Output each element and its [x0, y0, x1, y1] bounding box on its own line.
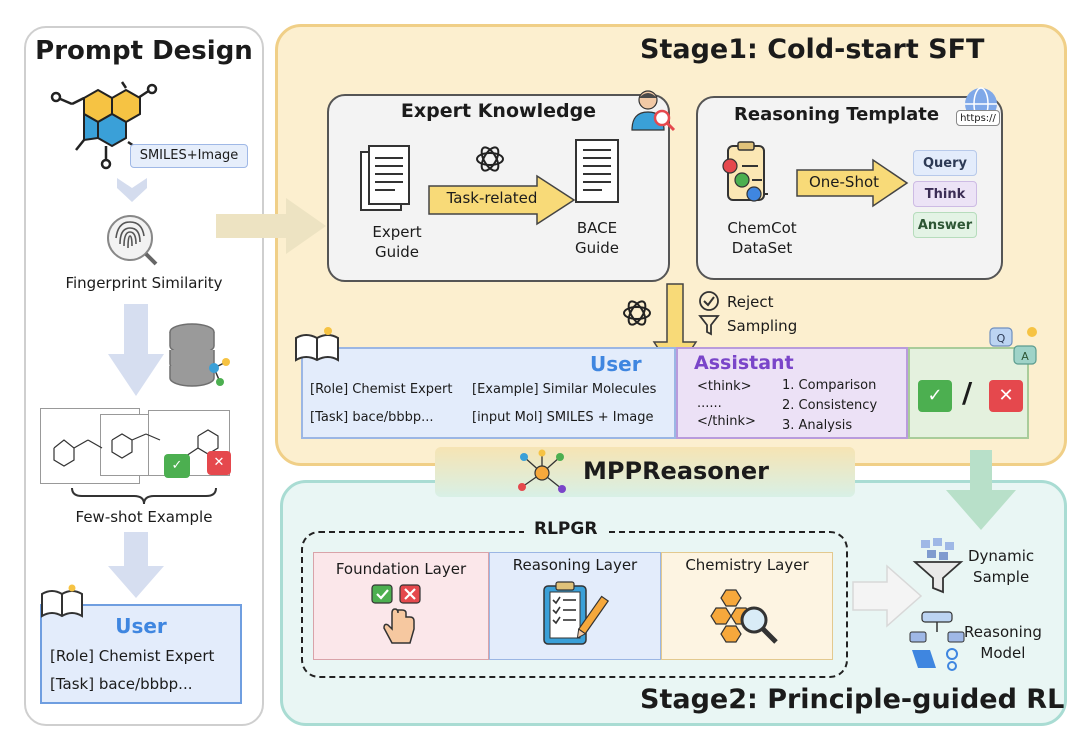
bace-guide-doc-icon [575, 139, 619, 203]
assistant-step-2: 2. Consistency [782, 398, 878, 413]
fewshot-cross-icon: ✕ [207, 451, 231, 475]
database-icon [169, 323, 230, 387]
url-badge: https:// [956, 110, 1000, 126]
assistant-panel [676, 347, 908, 439]
svg-text:A: A [1021, 350, 1029, 363]
assistant-panel-title: Assistant [694, 352, 794, 374]
chemcot-dataset-label: ChemCot DataSet [727, 219, 797, 257]
chemistry-layer-card [661, 552, 833, 660]
down-arrow-icon [108, 304, 164, 396]
think-close-text: </think> [697, 414, 756, 429]
stage2-title: Stage2: Principle-guided RL [640, 684, 1065, 715]
rlpgr-label-text: RLPGR [534, 519, 598, 539]
reasoning-template-title: Reasoning Template [734, 104, 940, 125]
user-example-text: [Example] Similar Molecules [472, 382, 657, 397]
assistant-step-1: 1. Comparison [782, 378, 877, 393]
one-shot-label: One-Shot [808, 173, 880, 191]
smiles-image-tag: SMILES+Image [130, 144, 248, 168]
fewshot-brace [71, 487, 217, 505]
molecule-structure-icon [50, 81, 158, 170]
think-dots-text: ...... [697, 396, 722, 411]
verdict-cross-icon: ✕ [989, 380, 1023, 412]
expert-knowledge-title: Expert Knowledge [400, 100, 597, 122]
user-input-text: [input Mol] SMILES + Image [472, 410, 654, 425]
expert-guide-label: Expert Guide [372, 223, 422, 261]
mppreasoner-title: MPPReasoner [583, 457, 769, 485]
fingerprint-similarity-label: Fingerprint Similarity [65, 274, 223, 292]
reasoning-layer-label: Reasoning Layer [512, 556, 638, 574]
think-open-text: <think> [697, 379, 752, 394]
user-panel-title: User [590, 352, 642, 376]
filter-icon [698, 315, 720, 336]
assistant-step-3: 3. Analysis [782, 418, 853, 433]
book-icon [41, 584, 83, 618]
fewshot-check-icon: ✓ [164, 454, 190, 478]
funnel-icon [912, 538, 964, 594]
molecule-magnifier-icon [710, 589, 778, 644]
down-arrow-icon-3 [946, 450, 1016, 530]
foundation-layer-label: Foundation Layer [335, 560, 467, 578]
chemistry-layer-label: Chemistry Layer [685, 556, 809, 574]
verdict-separator: / [962, 376, 973, 409]
prompt-user-role: [Role] Chemist Expert [50, 647, 215, 665]
task-related-arrow [428, 174, 576, 226]
reasoning-model-icon [909, 611, 965, 671]
fewshot-example-label: Few-shot Example [75, 508, 213, 526]
bace-guide-label: BACE Guide [574, 219, 620, 257]
svg-text:Q: Q [997, 332, 1006, 345]
openai-logo-icon [476, 146, 504, 172]
expert-person-icon [631, 90, 676, 132]
rlpgr-label: RLPGR [524, 519, 608, 539]
prompt-user-box [40, 604, 242, 704]
right-arrow-icon [216, 198, 326, 254]
check-circle-icon [699, 291, 719, 311]
mppreasoner-banner [435, 447, 855, 497]
user-role-text: [Role] Chemist Expert [310, 382, 453, 397]
fewshot-molecule-drawing [53, 429, 219, 467]
chevron-down-icon [117, 178, 147, 202]
dynamic-sample-label: Dynamic Sample [968, 547, 1035, 586]
clipboard-icon [722, 141, 768, 202]
prompt-user-title: User [115, 614, 167, 638]
answer-tag: Answer [913, 212, 977, 238]
think-tag: Think [913, 181, 977, 207]
expert-guide-doc-icon [360, 145, 410, 211]
stage1-title: Stage1: Cold-start SFT [640, 34, 985, 65]
prompt-user-task: [Task] bace/bbbp... [50, 675, 193, 693]
one-shot-arrow [796, 158, 909, 208]
user-task-text: [Task] bace/bbbp... [310, 410, 434, 425]
checklist-icon [543, 581, 610, 645]
prompt-design-title: Prompt Design [35, 36, 253, 66]
reject-sampling-label: Reject Sampling [727, 293, 798, 335]
openai-logo-icon-2 [623, 300, 651, 326]
user-panel [301, 347, 676, 439]
fingerprint-icon [107, 215, 158, 266]
down-arrow-icon-2 [108, 532, 164, 598]
book-icon-2 [295, 327, 339, 362]
hand-click-icon [371, 584, 421, 644]
reasoning-model-label: Reasoning Model [964, 623, 1042, 662]
query-tag: Query [913, 150, 977, 176]
task-related-label: Task-related [446, 189, 538, 207]
verdict-check-icon: ✓ [918, 380, 952, 412]
qa-chat-icon: Q A [989, 327, 1037, 365]
network-icon [518, 449, 566, 493]
right-arrow-icon-2 [852, 564, 923, 628]
